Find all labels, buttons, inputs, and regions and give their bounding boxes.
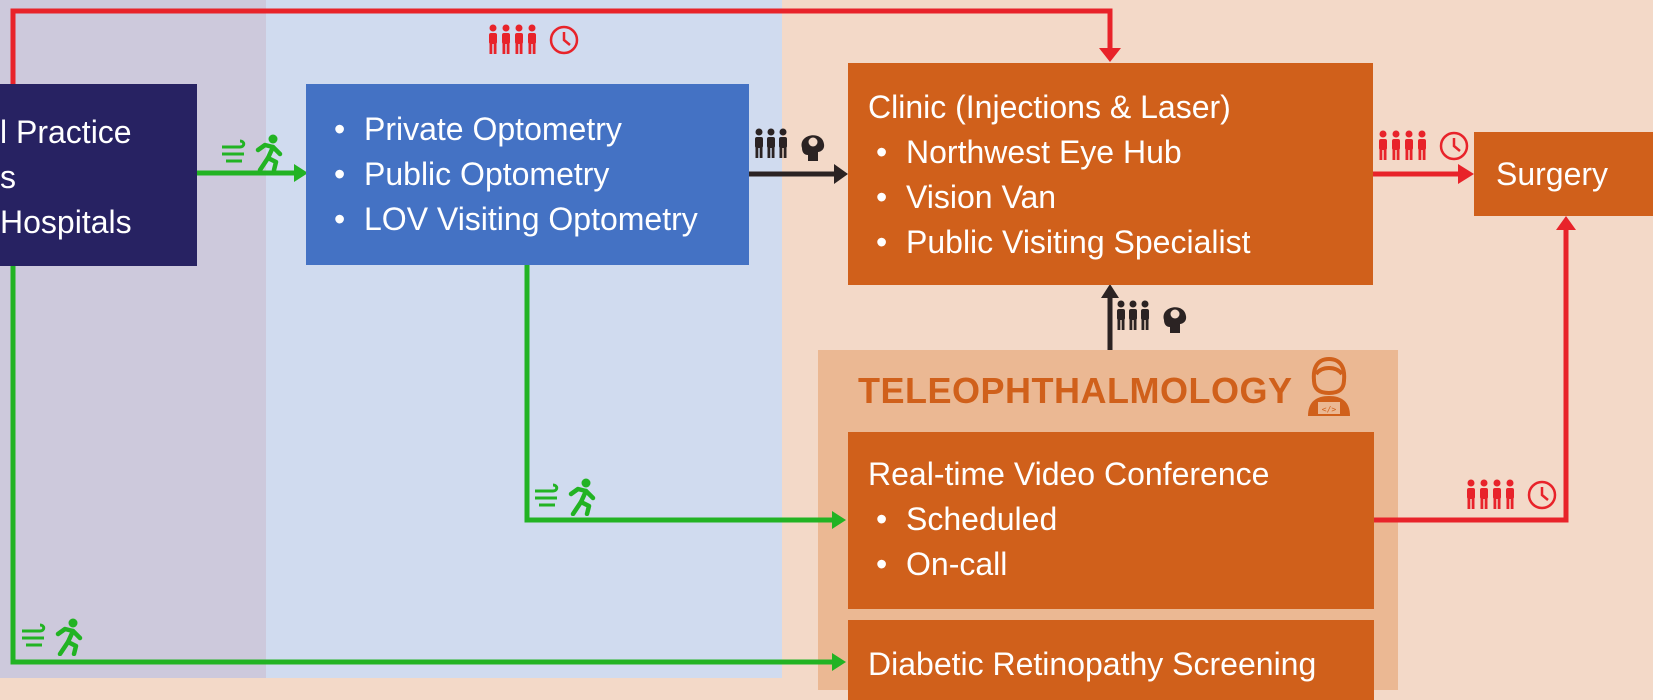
red-arrowhead-surgery-bottom <box>1556 216 1576 230</box>
teleophthalmology-title: TELEOPHTHALMOLOGY <box>858 370 1293 411</box>
optometry-item: LOV Visiting Optometry <box>326 197 749 242</box>
clinic-item: Vision Van <box>868 175 1373 220</box>
clinic-item: Public Visiting Specialist <box>868 220 1373 265</box>
video-conference-item: On-call <box>868 542 1374 587</box>
clinic-item: Northwest Eye Hub <box>868 130 1373 175</box>
screening-title: Diabetic Retinopathy Screening <box>868 646 1317 682</box>
dark-arrowhead-clinic-bottom <box>1101 284 1119 298</box>
video-conference-list: Scheduled On-call <box>868 497 1374 587</box>
running-person-icon <box>535 478 596 516</box>
people-clock-icon <box>1379 130 1469 161</box>
red-arrowhead-clinic <box>1099 48 1121 62</box>
surgery-label: Surgery <box>1496 156 1609 192</box>
referral-line-1: l Practice <box>0 114 132 150</box>
clinic-box: Clinic (Injections & Laser) Northwest Ey… <box>848 63 1373 285</box>
referral-line-3: Hospitals <box>0 204 132 240</box>
screening-box: Diabetic Retinopathy Screening <box>848 620 1374 700</box>
optometry-box: Private Optometry Public Optometry LOV V… <box>306 84 749 265</box>
people-brain-icon <box>1117 300 1187 333</box>
clinic-title: Clinic (Injections & Laser) <box>868 89 1231 125</box>
video-conference-item: Scheduled <box>868 497 1374 542</box>
people-brain-icon <box>755 128 825 161</box>
referral-box: l Practice s Hospitals <box>0 84 197 266</box>
people-clock-icon <box>1467 479 1557 510</box>
people-clock-icon <box>489 24 579 55</box>
green-arrowhead-screening <box>832 653 846 671</box>
doctor-laptop-icon: </> <box>1308 356 1350 416</box>
red-path-video-to-surgery <box>1374 228 1569 523</box>
green-path-referral-to-screening <box>10 264 834 665</box>
connector-lines <box>10 8 1576 671</box>
green-arrowhead-optometry <box>294 164 308 182</box>
video-conference-title: Real-time Video Conference <box>868 456 1270 492</box>
optometry-list: Private Optometry Public Optometry LOV V… <box>326 107 749 242</box>
video-conference-box: Real-time Video Conference Scheduled On-… <box>848 432 1374 609</box>
green-path-optometry-to-video <box>524 264 834 523</box>
green-arrowhead-video <box>832 511 846 529</box>
clinic-list: Northwest Eye Hub Vision Van Public Visi… <box>868 130 1373 265</box>
surgery-box: Surgery <box>1474 132 1653 216</box>
optometry-item: Private Optometry <box>326 107 749 152</box>
optometry-item: Public Optometry <box>326 152 749 197</box>
dark-arrowhead-clinic <box>834 164 848 184</box>
running-person-icon <box>222 134 283 172</box>
red-arrowhead-surgery <box>1458 164 1474 184</box>
referral-line-2: s <box>0 159 16 195</box>
red-path-referral-to-clinic <box>10 8 1113 84</box>
svg-text:</>: </> <box>1322 405 1337 414</box>
running-person-icon <box>22 618 83 656</box>
